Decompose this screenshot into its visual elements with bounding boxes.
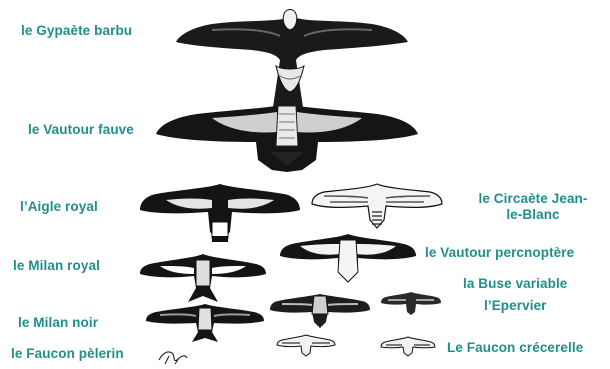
- milan-royal-silhouette: [138, 252, 268, 304]
- circaete-silhouette: [310, 182, 444, 230]
- faucon-pelerin-sketch: [155, 346, 191, 366]
- label-milan-noir: le Milan noir: [18, 315, 98, 330]
- label-epervier: l’Epervier: [484, 298, 547, 313]
- label-faucon-pelerin: le Faucon pèlerin: [11, 346, 124, 361]
- faucon-crecerelle-silhouette-1: [276, 333, 336, 357]
- buse-variable-silhouette: [268, 292, 372, 330]
- label-faucon-crecerelle: Le Faucon crécerelle: [447, 340, 583, 355]
- label-gypaete-barbu: le Gypaète barbu: [21, 23, 132, 38]
- faucon-crecerelle-silhouette-2: [380, 335, 436, 357]
- label-milan-royal: le Milan royal: [13, 258, 100, 273]
- label-vautour-fauve: le Vautour fauve: [28, 122, 134, 137]
- vautour-fauve-silhouette: [152, 100, 422, 178]
- milan-noir-silhouette: [144, 302, 266, 344]
- label-circaete: le Circaète Jean-le-Blanc: [478, 191, 588, 223]
- epervier-silhouette: [380, 290, 442, 316]
- label-vautour-percnoptere: le Vautour percnoptère: [425, 245, 574, 260]
- label-aigle-royal: l’Aigle royal: [20, 199, 98, 214]
- vautour-percnoptere-silhouette: [278, 232, 418, 284]
- label-buse-variable: la Buse variable: [463, 276, 567, 291]
